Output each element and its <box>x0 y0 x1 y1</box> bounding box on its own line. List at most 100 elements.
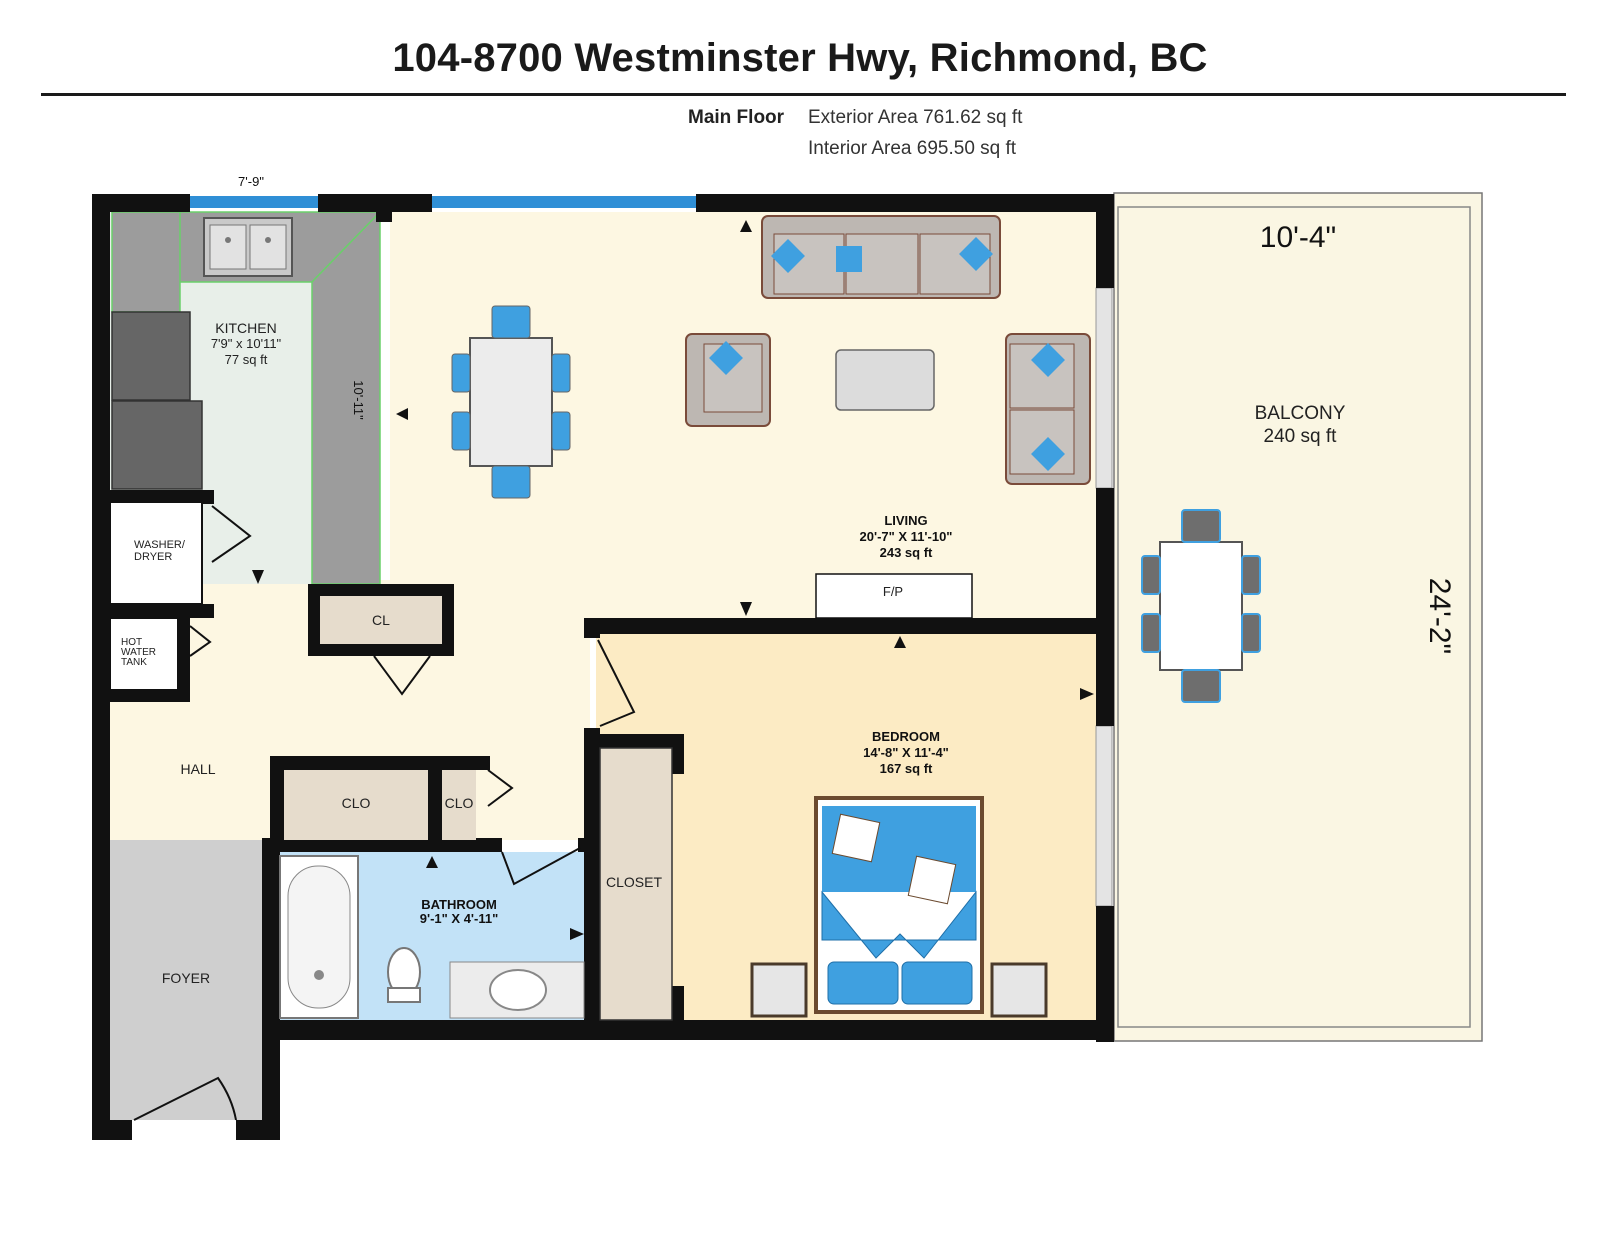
nightstand-right <box>990 962 1048 1018</box>
windows <box>190 196 1113 907</box>
dining-chair-left-1 <box>451 353 471 393</box>
kitchen-counters <box>110 210 382 585</box>
arrow-bath-up <box>426 856 438 868</box>
wall-clo-right <box>476 756 490 770</box>
bedroom-dims: 14'-8" X 11'-4" <box>863 745 949 760</box>
balcony-chair-right-2 <box>1241 613 1261 653</box>
balcony-length-dim: 24'-2" <box>1423 578 1456 654</box>
bed-cushion-2 <box>907 855 957 905</box>
wall-left <box>92 194 110 1140</box>
dining-chair-right-2 <box>551 411 571 451</box>
wall-foyer-bottom-right <box>236 1120 280 1140</box>
arrow-living-down <box>740 602 752 616</box>
wall-closet-right <box>672 734 684 774</box>
foyer-label: FOYER <box>162 970 210 986</box>
wall-bedroom-top <box>584 618 1114 634</box>
kitchen-area: 77 sq ft <box>225 352 268 367</box>
clo1-label: CLO <box>342 795 371 811</box>
sink-basin-right <box>249 224 287 270</box>
closet-interior <box>599 747 673 1021</box>
living-area: 243 sq ft <box>880 545 933 560</box>
bedroom-furniture <box>750 796 1048 1018</box>
wall-clo-left <box>270 756 284 852</box>
wall-clo-top <box>270 756 490 770</box>
counter-left <box>111 211 181 313</box>
cl-door <box>373 655 431 696</box>
wall-bedroom-left-upper <box>584 618 600 638</box>
closet-label: CLOSET <box>606 874 662 890</box>
fireplace-label: F/P <box>883 584 903 599</box>
living-window <box>432 196 696 208</box>
bathroom-fixtures <box>279 855 585 1019</box>
bathtub-drain <box>314 970 324 980</box>
entry-door <box>133 1076 237 1121</box>
wall-top-mid <box>318 194 432 212</box>
balcony-name: BALCONY <box>1255 403 1346 424</box>
wall-clo-mid <box>428 756 442 852</box>
wall-washer-top <box>110 490 214 502</box>
kitchen-length-dim: 10'-11" <box>351 380 366 420</box>
clo2-door <box>487 769 514 807</box>
bedroom-door <box>597 639 636 727</box>
bed-pillow-right <box>901 961 973 1005</box>
wall-closet-right-low <box>672 986 684 1026</box>
balcony-area: 240 sq ft <box>1264 426 1338 447</box>
wall-top-right <box>696 194 1114 212</box>
hot-water-tank-box <box>109 617 179 691</box>
arrow-kitchen-down <box>252 570 264 584</box>
floorplan-title: 104-8700 Westminster Hwy, Richmond, BC <box>392 36 1208 80</box>
fridge <box>111 311 191 401</box>
arrow-bedroom-right <box>1080 688 1094 700</box>
exterior-area: Exterior Area 761.62 sq ft <box>808 107 1023 128</box>
living-name: LIVING <box>884 513 927 528</box>
toilet-tank <box>387 987 421 1003</box>
dining-chair-left-2 <box>451 411 471 451</box>
bath-door <box>501 847 581 886</box>
kitchen-name: KITCHEN <box>215 320 276 336</box>
cl-interior <box>320 596 442 644</box>
balcony-table <box>1159 541 1243 671</box>
bed-cushion-1 <box>831 813 881 863</box>
wall-foyer-bottom-left <box>92 1120 132 1140</box>
balcony-chair-bottom <box>1181 669 1221 703</box>
living-furniture <box>451 215 1091 619</box>
title-rule <box>41 93 1566 96</box>
wall-kitchen-right <box>376 212 392 222</box>
coffee-table <box>835 349 935 411</box>
wall-right-mid <box>1096 488 1114 726</box>
sofa-pillow-mid <box>836 246 862 272</box>
hwt-label-3: TANK <box>121 657 147 668</box>
wall-closet-top <box>584 734 684 748</box>
balcony-chair-right-1 <box>1241 555 1261 595</box>
wall-hwt-right <box>176 618 190 702</box>
balcony-width-dim: 10'-4" <box>1260 221 1336 254</box>
dining-chair-right-1 <box>551 353 571 393</box>
bathtub-basin <box>287 865 351 1009</box>
kitchen-width-dim: 7'-9" <box>238 174 264 189</box>
dining-table <box>469 337 553 467</box>
wall-right-lower <box>1096 906 1114 1042</box>
washer-dryer-box <box>109 501 203 605</box>
room-labels: 7'-9" KITCHEN 7'9" x 10'11" 77 sq ft 10'… <box>121 174 1456 986</box>
sofa-pillow-left <box>771 239 805 273</box>
bedroom-name: BEDROOM <box>872 729 940 744</box>
clo2-interior <box>442 770 476 840</box>
clo1-interior <box>284 770 428 840</box>
bathroom-name: BATHROOM <box>421 897 497 912</box>
hall-label: HALL <box>180 761 215 777</box>
sink-basin-left <box>209 224 247 270</box>
balcony-chair-top <box>1181 509 1221 543</box>
living-dims: 20'-7" X 11'-10" <box>860 529 953 544</box>
bed-blanket-fold <box>821 890 977 959</box>
balcony-chair-left-2 <box>1141 613 1161 653</box>
wall-bedroom-left-lower <box>584 728 600 1028</box>
wall-foyer-right <box>262 840 280 1140</box>
floor-label: Main Floor <box>688 107 785 128</box>
hwt-label-1: HOT <box>121 637 142 648</box>
washer-label-1: WASHER/ <box>134 539 186 551</box>
foyer-floor <box>110 840 262 1120</box>
walls <box>92 194 1114 1140</box>
sofa-pillow-right <box>959 237 993 271</box>
wall-bath-top <box>262 838 502 852</box>
